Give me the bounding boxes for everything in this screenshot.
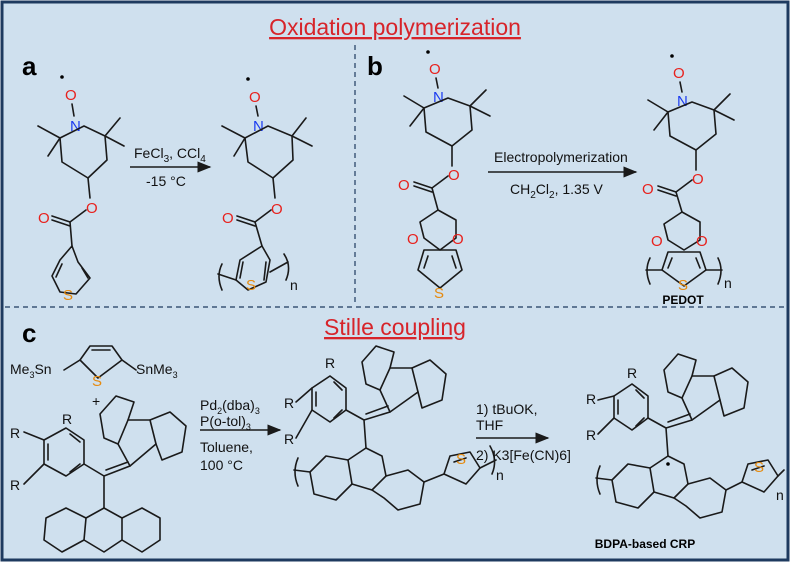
substituent-r: R bbox=[284, 395, 294, 411]
atom-oxygen: O bbox=[271, 201, 283, 218]
atom-oxygen: O bbox=[222, 210, 234, 227]
radical-dot bbox=[426, 50, 430, 54]
atom-oxygen: O bbox=[696, 233, 708, 250]
atom-oxygen: O bbox=[249, 89, 261, 106]
panel-b-product: O N O O O O S n bbox=[642, 54, 735, 294]
radical-dot bbox=[670, 54, 674, 58]
atom-sulfur: S bbox=[678, 277, 688, 294]
atom-oxygen: O bbox=[398, 177, 410, 194]
panel-c-stannyl-thiophene: Me3Sn S SnMe3 + bbox=[10, 345, 178, 409]
substituent-r: R bbox=[325, 355, 335, 371]
atom-nitrogen: N bbox=[253, 118, 264, 135]
repeat-n: n bbox=[290, 277, 298, 293]
atom-oxygen: O bbox=[429, 61, 441, 78]
substituent-r: R bbox=[586, 391, 596, 407]
atom-sulfur: S bbox=[246, 277, 256, 294]
atom-oxygen: O bbox=[407, 231, 419, 248]
atom-oxygen: O bbox=[692, 171, 704, 188]
panel-c-product: R R R S n bbox=[586, 353, 785, 519]
atom-oxygen: O bbox=[448, 167, 460, 184]
atom-sulfur: S bbox=[63, 287, 73, 304]
atom-oxygen: O bbox=[452, 231, 464, 248]
panel-label-b: b bbox=[367, 51, 383, 81]
panel-a-reactant: O N O O S bbox=[37, 75, 125, 304]
condition-ferricyanide: 2) K3[Fe(CN)6] bbox=[476, 447, 571, 463]
radical-dot bbox=[60, 75, 64, 79]
atom-oxygen: O bbox=[38, 210, 50, 227]
panel-c-polymer-intermediate: R R R S n bbox=[284, 345, 504, 511]
panel-c-monomer: R R R bbox=[10, 395, 187, 553]
substituent-r: R bbox=[10, 477, 20, 493]
condition-thf: THF bbox=[476, 417, 503, 433]
condition-ligand: P(o-tol)3 bbox=[200, 413, 251, 432]
atom-sulfur: S bbox=[434, 285, 444, 302]
panel-label-c: c bbox=[22, 318, 36, 348]
panel-a-product: O N O O S n bbox=[217, 77, 313, 294]
condition-fecl3-ccl4: FeCl3, CCl4 bbox=[134, 145, 206, 165]
substituent-r: R bbox=[10, 425, 20, 441]
atom-sulfur: S bbox=[456, 451, 466, 468]
condition-solvent-voltage: CH2Cl2, 1.35 V bbox=[510, 181, 604, 201]
condition-electropolymerization: Electropolymerization bbox=[494, 149, 628, 165]
condition-pd-catalyst: Pd2(dba)3 bbox=[200, 397, 260, 416]
label-me3sn: Me3Sn bbox=[10, 361, 52, 380]
radical-dot bbox=[246, 77, 250, 81]
product-label-bdpa-crp: BDPA-based CRP bbox=[595, 537, 695, 551]
repeat-n: n bbox=[724, 275, 732, 291]
atom-nitrogen: N bbox=[433, 89, 444, 106]
panel-b-reactant: O N O O O O S bbox=[398, 50, 491, 302]
label-snme3: SnMe3 bbox=[136, 361, 178, 380]
substituent-r: R bbox=[62, 411, 72, 427]
atom-oxygen: O bbox=[86, 200, 98, 217]
condition-temperature-c: 100 °C bbox=[200, 457, 243, 473]
product-label-pedot: PEDOT bbox=[662, 293, 704, 307]
repeat-n: n bbox=[496, 467, 504, 483]
title-stille-coupling: Stille coupling bbox=[324, 314, 466, 340]
title-oxidation-polymerization: Oxidation polymerization bbox=[269, 14, 521, 40]
substituent-r: R bbox=[586, 427, 596, 443]
condition-temperature-a: -15 °C bbox=[146, 173, 186, 189]
substituent-r: R bbox=[284, 431, 294, 447]
radical-dot bbox=[666, 462, 670, 466]
repeat-n: n bbox=[776, 487, 784, 503]
atom-oxygen: O bbox=[65, 87, 77, 104]
condition-solvent: Toluene, bbox=[200, 439, 253, 455]
panel-label-a: a bbox=[22, 51, 37, 81]
condition-tbuok: 1) tBuOK, bbox=[476, 401, 537, 417]
atom-oxygen: O bbox=[673, 65, 685, 82]
atom-sulfur: S bbox=[92, 373, 102, 390]
plus-sign: + bbox=[92, 393, 100, 409]
substituent-r: R bbox=[627, 365, 637, 381]
atom-oxygen: O bbox=[642, 181, 654, 198]
atom-nitrogen: N bbox=[70, 118, 81, 135]
atom-oxygen: O bbox=[651, 233, 663, 250]
atom-nitrogen: N bbox=[677, 93, 688, 110]
atom-sulfur: S bbox=[754, 459, 764, 476]
